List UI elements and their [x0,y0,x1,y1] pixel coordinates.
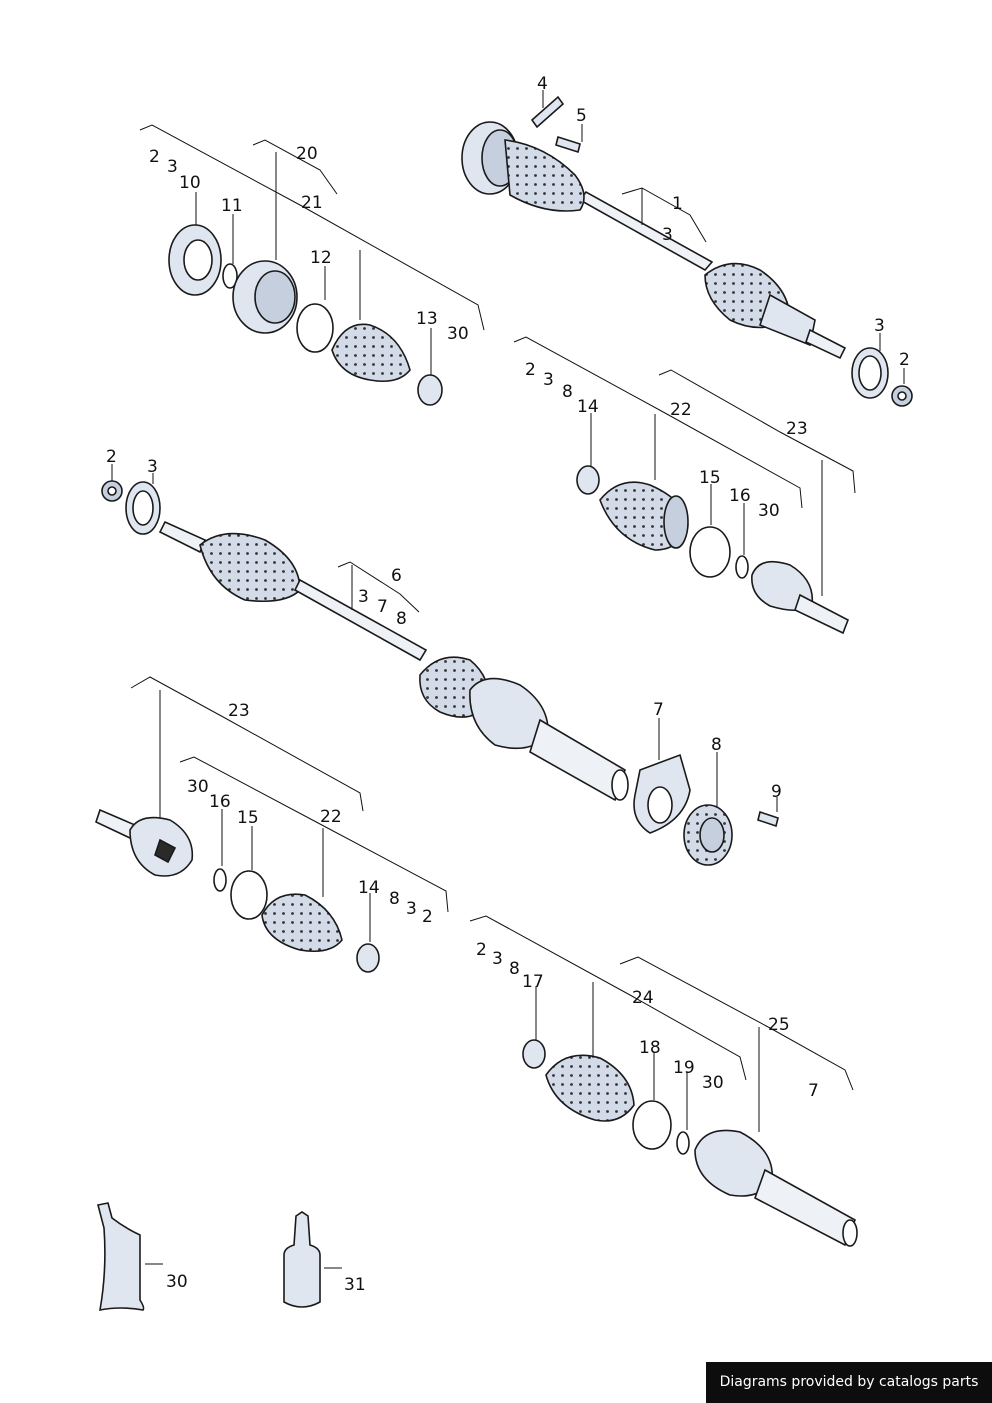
grease-tube-icon [97,1202,145,1312]
callout-label: 10 [179,173,201,193]
callout-label: 3 [874,316,885,336]
callout-label: 11 [221,196,243,216]
callout-label: 2 [899,350,910,370]
callout-label: 12 [310,248,332,268]
callout-label: 3 [543,370,554,390]
callout-label: 21 [301,193,323,213]
callout-label: 2 [149,147,160,167]
callout-label: 1 [672,194,683,214]
callout-label: 15 [237,808,259,828]
callout-label: 24 [632,988,654,1008]
callout-label: 30 [758,501,780,521]
boot-kit-mid-right: 2 3 8 14 22 23 15 16 30 [513,336,856,635]
sealant-bottle-icon [283,1211,321,1308]
boot-kit-mid-left: 23 30 16 15 22 14 8 3 2 [95,676,449,973]
callout-label: 2 [476,940,487,960]
callout-label: 9 [771,782,782,802]
supplies: 30 31 [97,1202,366,1312]
callout-label: 23 [786,419,808,439]
callout-label: 3 [147,457,158,477]
callout-label: 2 [106,447,117,467]
callout-label: 17 [522,972,544,992]
drive-shaft-assembly-top: 4 5 1 3 3 2 [461,74,913,407]
callout-label: 7 [653,700,664,720]
callout-label: 2 [525,360,536,380]
callout-label: 3 [406,899,417,919]
callout-label: 30 [166,1272,188,1292]
callout-label: 8 [396,609,407,629]
callout-label: 8 [509,959,520,979]
callout-label: 16 [729,486,751,506]
callout-label: 18 [639,1038,661,1058]
callout-label: 3 [492,949,503,969]
credit-banner: Diagrams provided by catalogs parts [706,1362,992,1403]
drive-shaft-assembly-long: 2 3 6 3 7 8 7 8 9 [101,447,782,866]
callout-label: 14 [577,397,599,417]
callout-label: 5 [576,106,587,126]
callout-label: 7 [808,1081,819,1101]
boot-kit-top-left: 2 3 10 20 21 11 12 13 30 [139,124,485,406]
callout-label: 7 [377,597,388,617]
callout-label: 25 [768,1015,790,1035]
callout-label: 6 [391,566,402,586]
callout-label: 8 [562,382,573,402]
callout-label: 30 [702,1073,724,1093]
callout-label: 30 [447,324,469,344]
callout-label: 20 [296,144,318,164]
callout-label: 30 [187,777,209,797]
callout-label: 31 [344,1275,366,1295]
callout-label: 13 [416,309,438,329]
callout-label: 3 [167,157,178,177]
callout-label: 3 [358,587,369,607]
callout-label: 22 [320,807,342,827]
callout-label: 8 [389,889,400,909]
callout-label: 3 [662,225,673,245]
callout-label: 22 [670,400,692,420]
callout-label: 23 [228,701,250,721]
callout-label: 19 [673,1058,695,1078]
callout-label: 4 [537,74,548,94]
callout-label: 2 [422,907,433,927]
callout-label: 15 [699,468,721,488]
callout-label: 8 [711,735,722,755]
callout-label: 16 [209,792,231,812]
boot-kit-bottom-right: 2 3 8 17 24 25 18 19 30 7 [469,915,858,1247]
callout-label: 14 [358,878,380,898]
